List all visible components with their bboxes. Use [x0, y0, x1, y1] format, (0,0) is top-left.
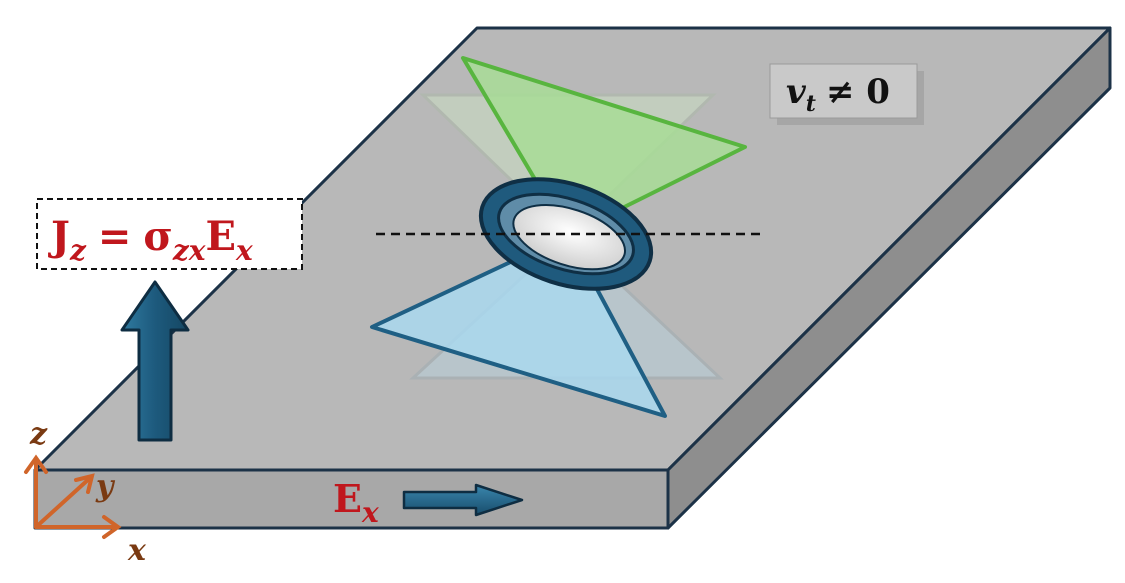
svg-text:vt≠ 0: vt ≠ 0 [786, 72, 890, 117]
x-axis-head [102, 515, 122, 539]
field-subscript: x [235, 234, 253, 267]
velocity-relation: ≠ 0 [826, 72, 890, 112]
current-subscript: z [69, 234, 87, 267]
field-arrow-right [402, 483, 524, 517]
field-label: E [333, 476, 362, 521]
dirac-ring [478, 177, 654, 291]
slab-side-face [666, 26, 1112, 530]
field-label-subscript: x [361, 496, 379, 529]
y-axis-label: y [95, 469, 116, 504]
field-symbol: E [205, 213, 236, 260]
svg-text:Jz=σzxEx: Jz =σzxEx [48, 213, 253, 267]
current-symbol: J [48, 213, 70, 260]
upper-dirac-cone [461, 56, 747, 237]
conductivity-symbol: σ [143, 213, 173, 260]
y-axis-line [34, 476, 92, 529]
y-axis-head [74, 473, 95, 494]
velocity-label-box: vt ≠ 0 [769, 63, 924, 125]
coordinate-axes [24, 454, 122, 539]
z-axis-label: z [29, 417, 48, 452]
svg-text:Ex: Ex [333, 476, 379, 529]
velocity-subscript: t [806, 91, 816, 117]
z-axis-head [24, 454, 48, 474]
conductivity-subscript: zx [172, 234, 206, 267]
x-axis-label: x [127, 533, 147, 568]
current-arrow-up [120, 280, 190, 442]
velocity-symbol: v [786, 72, 807, 112]
formula-box: Jz =σzxEx [36, 198, 303, 270]
equals-sign: = [98, 213, 132, 260]
